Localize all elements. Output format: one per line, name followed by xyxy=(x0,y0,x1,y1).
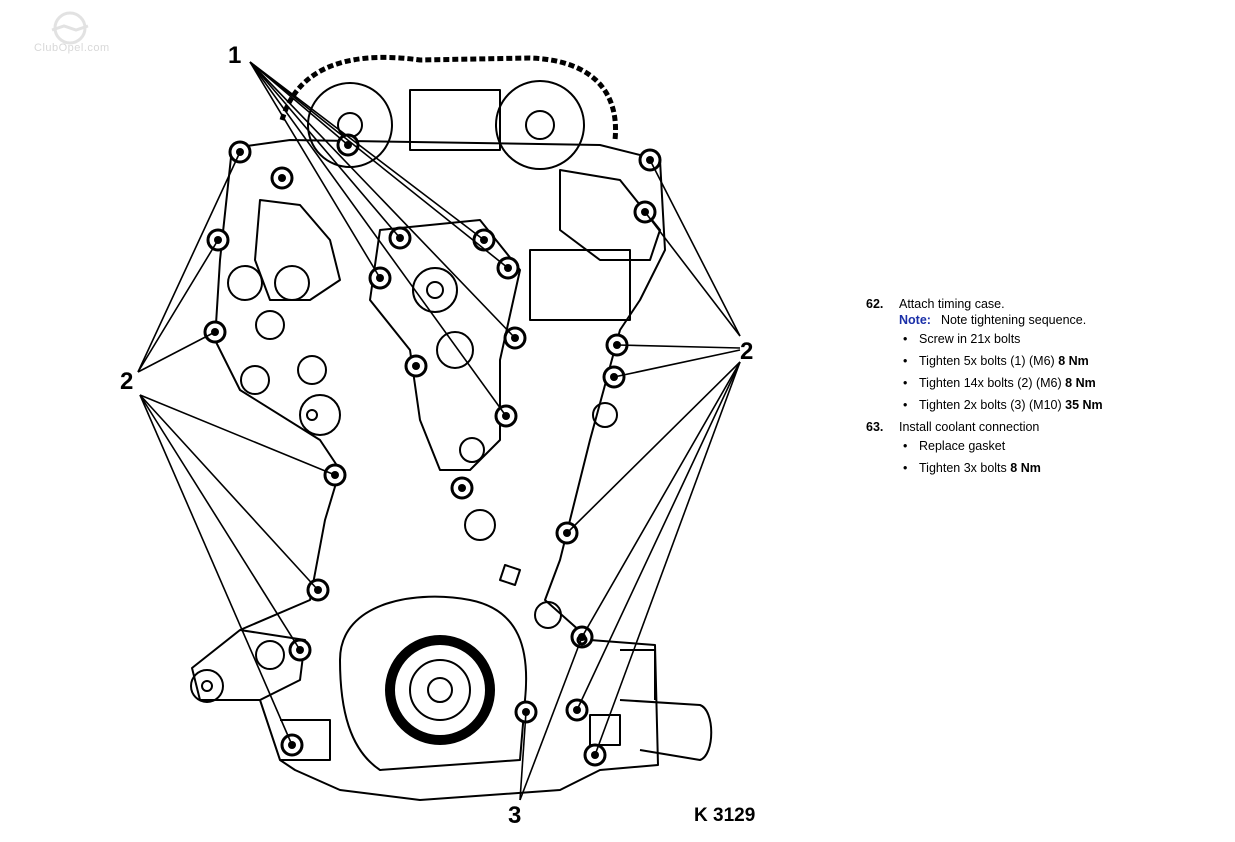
camshaft-sprocket-right xyxy=(495,80,585,170)
list-item: • Tighten 2x bolts (3) (M10) 35 Nm xyxy=(899,397,1226,413)
oil-pump-housing xyxy=(339,595,528,771)
torque-value: 8 Nm xyxy=(1058,354,1089,368)
note-label: Note: xyxy=(899,313,931,327)
crankshaft-seal xyxy=(385,635,495,745)
list-item-text: Tighten 5x bolts (1) (M6) xyxy=(919,354,1055,368)
torque-value: 8 Nm xyxy=(1065,376,1096,390)
torque-value: 8 Nm xyxy=(1010,461,1041,475)
bullet-icon: • xyxy=(903,376,908,390)
list-item-text: Screw in 21x bolts xyxy=(919,332,1021,346)
leader-lines-2-left xyxy=(137,151,336,746)
list-item: • Replace gasket xyxy=(899,438,1226,454)
bullet-icon: • xyxy=(903,461,908,475)
leader-lines-3 xyxy=(519,636,583,801)
step-62: 62. Attach timing case. Note: Note tighte… xyxy=(866,296,1226,413)
leader-lines-1 xyxy=(249,61,516,417)
callout-3: 3 xyxy=(508,802,522,829)
list-item: • Tighten 5x bolts (1) (M6) 8 Nm xyxy=(899,353,1226,369)
instructions-panel: 62. Attach timing case. Note: Note tighte… xyxy=(866,296,1226,482)
step-number: 62. xyxy=(866,297,884,311)
timing-chain xyxy=(279,54,619,141)
timing-case-outline xyxy=(191,139,666,801)
bullet-icon: • xyxy=(903,332,908,346)
list-item-text: Tighten 2x bolts (3) (M10) xyxy=(919,398,1062,412)
list-item: • Screw in 21x bolts xyxy=(899,331,1226,347)
step-number: 63. xyxy=(866,420,884,434)
watermark-logo: ClubOpel.com xyxy=(14,8,124,54)
list-item-text: Tighten 14x bolts (2) (M6) xyxy=(919,376,1062,390)
bullet-icon: • xyxy=(903,439,908,453)
step-title: Attach timing case. xyxy=(899,297,1005,311)
list-item: • Tighten 14x bolts (2) (M6) 8 Nm xyxy=(899,375,1226,391)
callout-2-right: 2 xyxy=(740,338,754,365)
timing-case-diagram xyxy=(137,54,741,801)
list-item-text: Tighten 3x bolts xyxy=(919,461,1007,475)
watermark-text: ClubOpel.com xyxy=(34,42,110,54)
leader-lines-2-right xyxy=(566,159,741,756)
list-item: • Tighten 3x bolts 8 Nm xyxy=(899,460,1226,476)
coolant-connection xyxy=(619,699,713,761)
callout-2-left: 2 xyxy=(120,368,134,395)
torque-value: 35 Nm xyxy=(1065,398,1103,412)
list-item-text: Replace gasket xyxy=(919,439,1006,453)
step-63: 63. Install coolant connection • Replace… xyxy=(866,419,1226,476)
bullet-icon: • xyxy=(903,354,908,368)
bullet-icon: • xyxy=(903,398,908,412)
note-row: Note: Note tightening sequence. xyxy=(899,312,1226,328)
note-text: Note tightening sequence. xyxy=(940,313,1087,327)
figure-code: K 3129 xyxy=(694,805,756,826)
bolt-group-1 xyxy=(336,133,520,290)
opel-logo-icon xyxy=(51,11,89,45)
callout-1: 1 xyxy=(228,42,242,69)
step-title: Install coolant connection xyxy=(899,420,1040,434)
